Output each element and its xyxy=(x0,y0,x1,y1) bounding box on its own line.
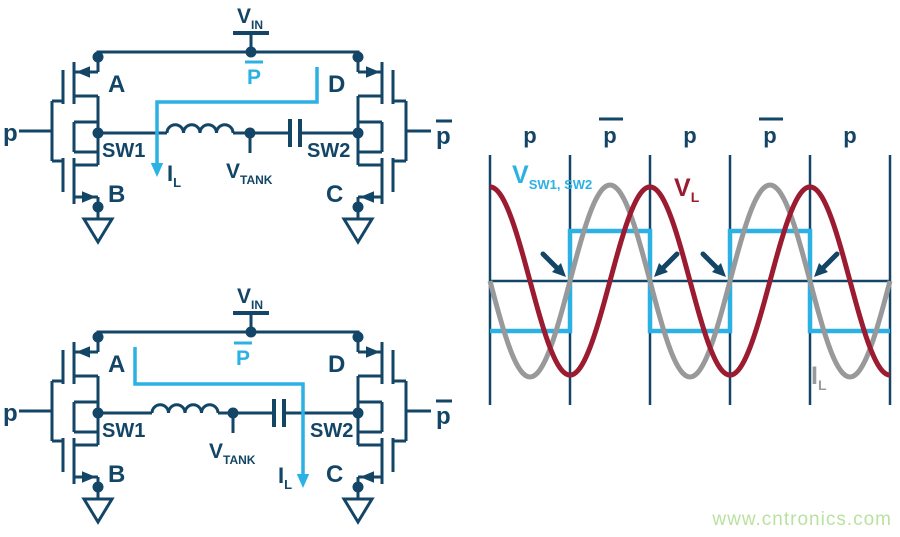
inductor-coil xyxy=(150,403,220,414)
waveforms xyxy=(487,182,893,380)
mosfet-c-symbol xyxy=(358,438,406,484)
ground-symbol-left xyxy=(81,217,115,245)
mosfet-b-symbol xyxy=(52,438,98,484)
switching-point-arrow xyxy=(814,263,828,277)
right-body-bracket xyxy=(358,120,384,154)
sw1-node-label: SW1 xyxy=(102,140,145,162)
drive-signal-label: P xyxy=(236,347,250,370)
vtank-label: VTANK xyxy=(226,160,273,187)
gate-p-label: p xyxy=(3,120,18,147)
phase-label: p xyxy=(603,123,616,148)
drive-signal-label: P xyxy=(247,66,261,89)
switching-point-arrow xyxy=(654,263,668,277)
mosfet-a-symbol xyxy=(52,62,98,104)
mosfet-c-arrow xyxy=(360,471,374,483)
mosfet-a-arrow xyxy=(76,346,90,358)
fet-b-label: B xyxy=(108,181,125,208)
mosfet-d-symbol xyxy=(358,62,406,104)
right-body-bracket xyxy=(358,400,384,434)
switching-arrows xyxy=(540,251,840,277)
mosfet-d-symbol xyxy=(358,342,406,384)
sw1-node-label: SW1 xyxy=(102,420,145,442)
power-rail xyxy=(96,330,360,352)
sw2-node-label: SW2 xyxy=(307,140,350,162)
mosfet-c-symbol xyxy=(358,158,406,204)
switching-point-arrow-shaft xyxy=(820,251,840,271)
switching-point-arrow xyxy=(552,263,566,277)
vin-label: VIN xyxy=(237,285,263,312)
left-gate-line xyxy=(19,381,54,441)
bottom-circuit-wiring xyxy=(19,311,431,525)
fet-c-label: C xyxy=(326,461,343,488)
sw2-node-label: SW2 xyxy=(310,420,353,442)
inductor-current-label: IL xyxy=(167,161,181,190)
switching-point-arrow xyxy=(712,263,726,277)
vtank-label: VTANK xyxy=(209,440,256,467)
wave-i-l xyxy=(487,182,893,380)
junction-dots xyxy=(92,46,364,213)
gate-pbar-label: p xyxy=(436,123,451,150)
ground-symbol-right xyxy=(341,217,375,245)
phase-label: p xyxy=(683,123,696,148)
watermark-text: www.cntronics.com xyxy=(712,509,892,530)
right-gate-line xyxy=(404,381,431,441)
fet-c-label: C xyxy=(326,181,343,208)
fet-b-label: B xyxy=(108,461,125,488)
mosfet-c-arrow xyxy=(360,191,374,203)
mosfet-b-arrow xyxy=(82,471,96,483)
left-body-bracket xyxy=(72,120,98,154)
phase-label: p xyxy=(523,123,536,148)
ground-symbol-right xyxy=(341,497,375,525)
top-circuit-wiring xyxy=(19,31,431,245)
inductor-current-label: IL xyxy=(278,463,292,492)
mosfet-a-arrow xyxy=(76,66,90,78)
mosfet-b-symbol xyxy=(52,158,98,204)
wave-v-l xyxy=(489,184,891,378)
il-legend: IL xyxy=(811,362,827,393)
phase-label: p xyxy=(763,123,776,148)
fet-d-label: D xyxy=(328,351,345,378)
switching-point-arrow-shaft xyxy=(700,251,720,271)
waveform-chart: p p p p p VSW1, SW2 VL IL xyxy=(487,117,893,405)
mosfet-b-arrow xyxy=(82,191,96,203)
current-path-line xyxy=(133,347,305,475)
right-gate-line xyxy=(404,101,431,161)
power-rail xyxy=(96,50,360,72)
fet-a-label: A xyxy=(108,351,125,378)
circuit-diagram-top: VIN P A B D C SW1 SW2 VTANK IL p p xyxy=(3,5,452,245)
gate-pbar-label: p xyxy=(436,403,451,430)
capacitor-symbol xyxy=(288,119,302,147)
fet-a-label: A xyxy=(108,71,125,98)
vsw-legend: VSW1, SW2 xyxy=(512,161,592,192)
left-gate-line xyxy=(19,101,54,161)
capacitor-symbol xyxy=(272,399,286,427)
mosfet-d-arrow xyxy=(366,346,380,358)
phase-label: p xyxy=(843,123,856,148)
vin-label: VIN xyxy=(237,5,263,32)
mosfet-d-arrow xyxy=(366,66,380,78)
junction-dots xyxy=(92,326,364,493)
switching-point-arrow-shaft xyxy=(540,251,560,271)
ground-symbol-left xyxy=(81,497,115,525)
circuit-diagram-bottom: VIN P A B D C SW1 SW2 VTANK IL p p xyxy=(3,285,452,525)
fet-d-label: D xyxy=(328,71,345,98)
gate-p-label: p xyxy=(3,400,18,427)
vl-legend: VL xyxy=(674,174,700,205)
inductor-coil xyxy=(165,123,235,134)
mosfet-a-symbol xyxy=(52,342,98,384)
current-path-arrowhead xyxy=(296,474,310,488)
left-body-bracket xyxy=(72,400,98,434)
switching-point-arrow-shaft xyxy=(660,251,680,271)
current-path-line xyxy=(155,67,319,164)
current-path-arrowhead xyxy=(150,163,164,177)
